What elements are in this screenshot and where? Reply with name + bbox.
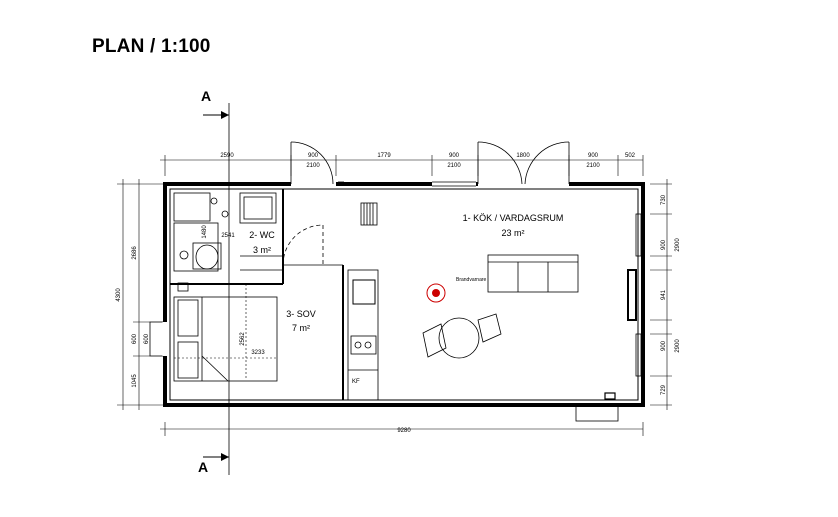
dim-top-7: 1800 [516,153,530,159]
dim-top-9: 2100 [586,163,600,169]
smoke-detector-icon [426,283,446,303]
dim-top-10: 502 [625,153,636,159]
dim-top-3: 2100 [306,163,320,169]
room-area-living: 23 m² [501,228,524,238]
dim-right-2: 900 [661,239,667,250]
left-wall-window [149,321,168,357]
dim-right-7: 729 [661,384,667,395]
top-wall-windows [338,181,476,187]
room-name-living: 1- KÖK / VARDAGSRUM [463,213,564,223]
dim-top-5: 900 [449,153,460,159]
room-name-sov: 3- SOV [286,309,316,319]
dim-interior-2: 1480 [202,225,208,239]
right-wall-windows [627,213,642,377]
dim-interior-4: 3233 [251,350,265,356]
radiator [360,202,378,226]
kitchen-counter [347,269,379,401]
dim-left-4: 600 [144,333,150,344]
dim-interior-3: 2562 [240,332,246,346]
smoke-detector-label: Brandvarnare [456,277,487,283]
dim-right-5: 900 [661,340,667,351]
dim-top-8: 900 [588,153,599,159]
page-title: PLAN / 1:100 [92,36,211,57]
dim-right-1: 730 [661,194,667,205]
bottom-wall-window [575,392,619,422]
dimension-lines [117,155,672,436]
dim-top-6: 2100 [447,163,461,169]
outer-walls [163,182,645,407]
dim-left-5: 1045 [132,374,138,388]
dim-top-4: 1779 [377,153,391,159]
section-marker-top: A [201,88,211,104]
dining-table [422,313,502,359]
wc-fixtures [173,192,283,272]
section-marker-bottom: A [198,459,208,475]
dim-left-1: 2686 [132,246,138,260]
dim-right-3: 2900 [675,238,681,252]
room-name-wc: 2- WC [249,230,275,240]
sofa [487,254,579,293]
dim-left-3: 600 [132,333,138,344]
fridge-label: KF [352,379,360,385]
double-door [477,141,570,185]
room-area-wc: 3 m² [253,245,271,255]
interior-walls [170,189,344,400]
section-line-a [203,103,230,475]
room-area-sov: 7 m² [292,323,310,333]
dim-bottom: 9280 [397,428,411,434]
dim-right-6: 2900 [675,339,681,353]
dim-left-2: 4300 [116,288,122,302]
dim-right-4: 941 [661,289,667,300]
dim-top-2: 900 [308,153,319,159]
dim-interior-1: 2541 [221,233,235,239]
dim-top-1: 2590 [220,153,234,159]
bathroom-door [282,224,324,266]
double-bed [173,282,278,382]
